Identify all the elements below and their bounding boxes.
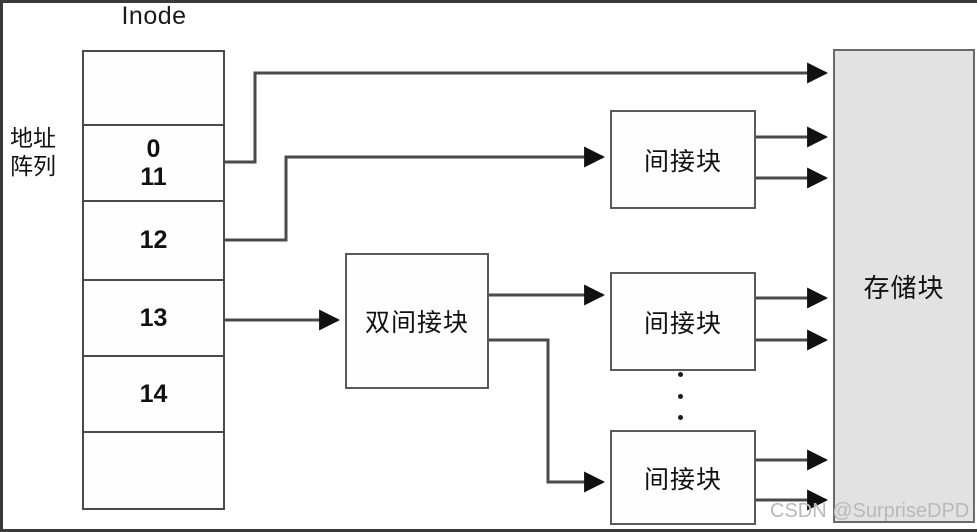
inode-row: 0 11: [84, 126, 223, 202]
inode-row: 12: [84, 202, 223, 281]
ellipsis-dot: [677, 372, 683, 377]
storage-block: 存储块: [833, 49, 975, 523]
inode-row: 13: [84, 281, 223, 357]
inode-row: [84, 433, 223, 508]
address-array-label-line1: 地址: [10, 126, 56, 152]
inode-cell-line1: 12: [139, 226, 168, 255]
inode-table: 0 11 12 13 14: [82, 50, 225, 510]
double-indirect-block: 双间接块: [345, 253, 489, 389]
inode-cell-line1: 0: [146, 134, 161, 163]
ellipsis-dot: [677, 415, 683, 420]
indirect-block-middle: 间接块: [610, 272, 756, 371]
wire-dblock-to-block3: [489, 338, 606, 493]
wire-indirect-to-block1: [225, 146, 606, 242]
wire-direct-to-storage: [225, 62, 829, 164]
vertical-ellipsis-icon: [673, 372, 687, 420]
address-array-label: 地址 阵列: [0, 125, 70, 181]
ellipsis-dot: [677, 393, 683, 399]
inode-cell-line1: 14: [139, 379, 168, 408]
indirect-block-bottom: 间接块: [610, 430, 756, 525]
inode-title: Inode: [121, 2, 187, 30]
watermark: CSDN @SurpriseDPD: [770, 500, 970, 522]
inode-cell-line2: 11: [140, 163, 167, 191]
inode-cell-line1: 13: [139, 303, 168, 332]
inode-row: [84, 52, 223, 126]
inode-row: 14: [84, 357, 223, 433]
address-array-label-line2: 阵列: [10, 154, 56, 181]
indirect-block-top: 间接块: [610, 110, 756, 209]
